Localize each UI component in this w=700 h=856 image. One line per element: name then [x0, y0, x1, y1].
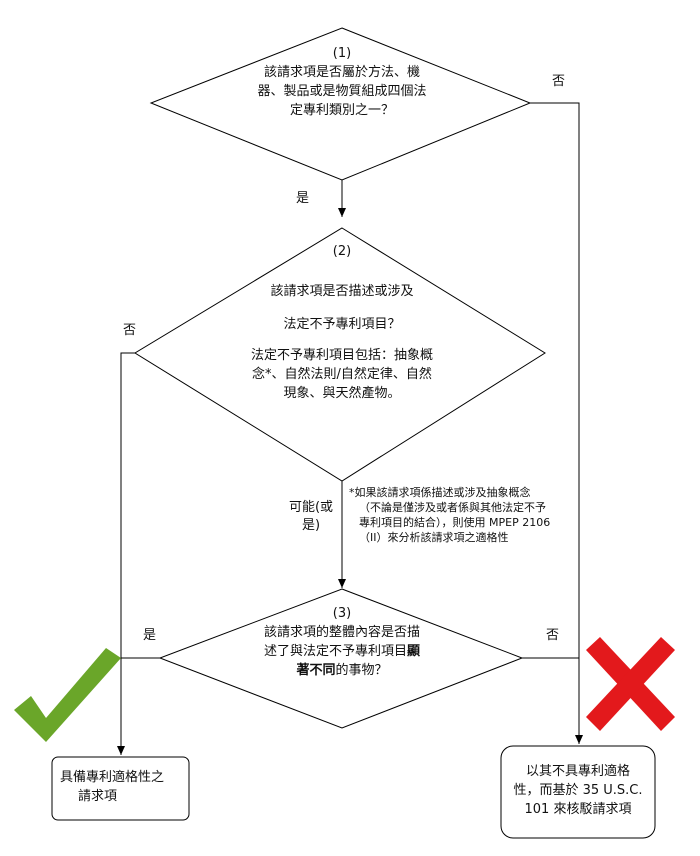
footnote-line: （不論是僅涉及或者係與其他法定不予 [359, 501, 546, 514]
decision-2-question: 法定不予專利項目？ [283, 317, 401, 332]
decision-3-text-bold: 顯 [407, 644, 421, 659]
label-q2-maybe: 可能(或 是) [283, 499, 339, 535]
decision-1-text: (1) 該請求項是否屬於方法、機 器、製品或是物質組成四個法 定專利類別之一？ [240, 44, 444, 120]
footnote-line: 專利項目的結合），則使用 MPEP 2106 [359, 516, 551, 529]
decision-1-line: 該請求項是否屬於方法、機 [263, 65, 420, 80]
decision-2-detail: 念*、自然法則/自然定律、自然 [252, 367, 432, 382]
label-q1-yes: 是 [296, 191, 310, 206]
label-q3-yes: 是 [143, 628, 157, 643]
check-mark-icon [14, 648, 121, 742]
decision-diamond-3 [158, 588, 524, 729]
label-q3-no: 否 [546, 628, 560, 643]
footnote-line: （II）來分析該請求項之適格性 [359, 531, 509, 544]
footnote-line: *如果該請求項係描述或涉及抽象概念 [349, 486, 531, 499]
decision-3-text: (3) 該請求項的整體內容是否描 述了與法定不予專利項目顯 著不同的事物？ [232, 604, 452, 680]
decision-3-line: 述了與法定不予專利項目顯 [232, 642, 452, 661]
decision-3-number: (3) [332, 606, 352, 621]
decision-2-text: (2) 該請求項是否描述或涉及 法定不予專利項目？ 法定不予專利項目包括：抽象概… [222, 242, 462, 403]
result-reject-text: 以其不具專利適格 性，而基於 35 U.S.C. 101 來核駁請求項 [501, 762, 655, 819]
result-box-eligible [51, 756, 190, 821]
decision-3-text-normal: 的事物？ [335, 663, 388, 678]
decision-3-line: 著不同的事物？ [232, 661, 452, 680]
result-eligible-text: 具備專利適格性之 請求項 [56, 768, 190, 806]
cross-mark-icon [586, 637, 675, 731]
label-q2-maybe-line: 可能(或 [288, 500, 334, 515]
connector-q2-no [117, 352, 135, 755]
footnote: *如果該請求項係描述或涉及抽象概念 （不論是僅涉及或者係與其他法定不予 專利項目… [349, 485, 550, 545]
decision-2-number: (2) [332, 244, 352, 259]
result-reject-line: 101 來核駁請求項 [524, 802, 632, 817]
decision-3-text-normal: 述了與法定不予專利項目 [263, 644, 407, 659]
connector-q1-no [530, 102, 583, 744]
label-q2-no: 否 [123, 323, 137, 338]
result-box-reject [500, 745, 656, 839]
decision-1-line: 器、製品或是物質組成四個法 [257, 84, 427, 99]
decision-1-line: 定專利類別之一？ [289, 103, 394, 118]
result-reject-line: 以其不具專利適格 [525, 764, 630, 779]
decision-2-detail: 法定不予專利項目包括：抽象概 [250, 348, 433, 363]
decision-3-text-bold: 著不同 [296, 663, 336, 678]
decision-1-number: (1) [332, 46, 352, 61]
result-reject-line: 性，而基於 35 U.S.C. [513, 783, 643, 798]
result-eligible-line: 請求項 [78, 789, 118, 804]
decision-2-question: 該請求項是否描述或涉及 [270, 284, 414, 299]
decision-3-line: 該請求項的整體內容是否描 [263, 625, 420, 640]
decision-2-detail: 現象、與天然產物。 [283, 386, 401, 401]
label-q2-maybe-line: 是) [301, 518, 321, 533]
result-eligible-line: 具備專利適格性之 [60, 770, 165, 785]
label-q1-no: 否 [552, 74, 566, 89]
